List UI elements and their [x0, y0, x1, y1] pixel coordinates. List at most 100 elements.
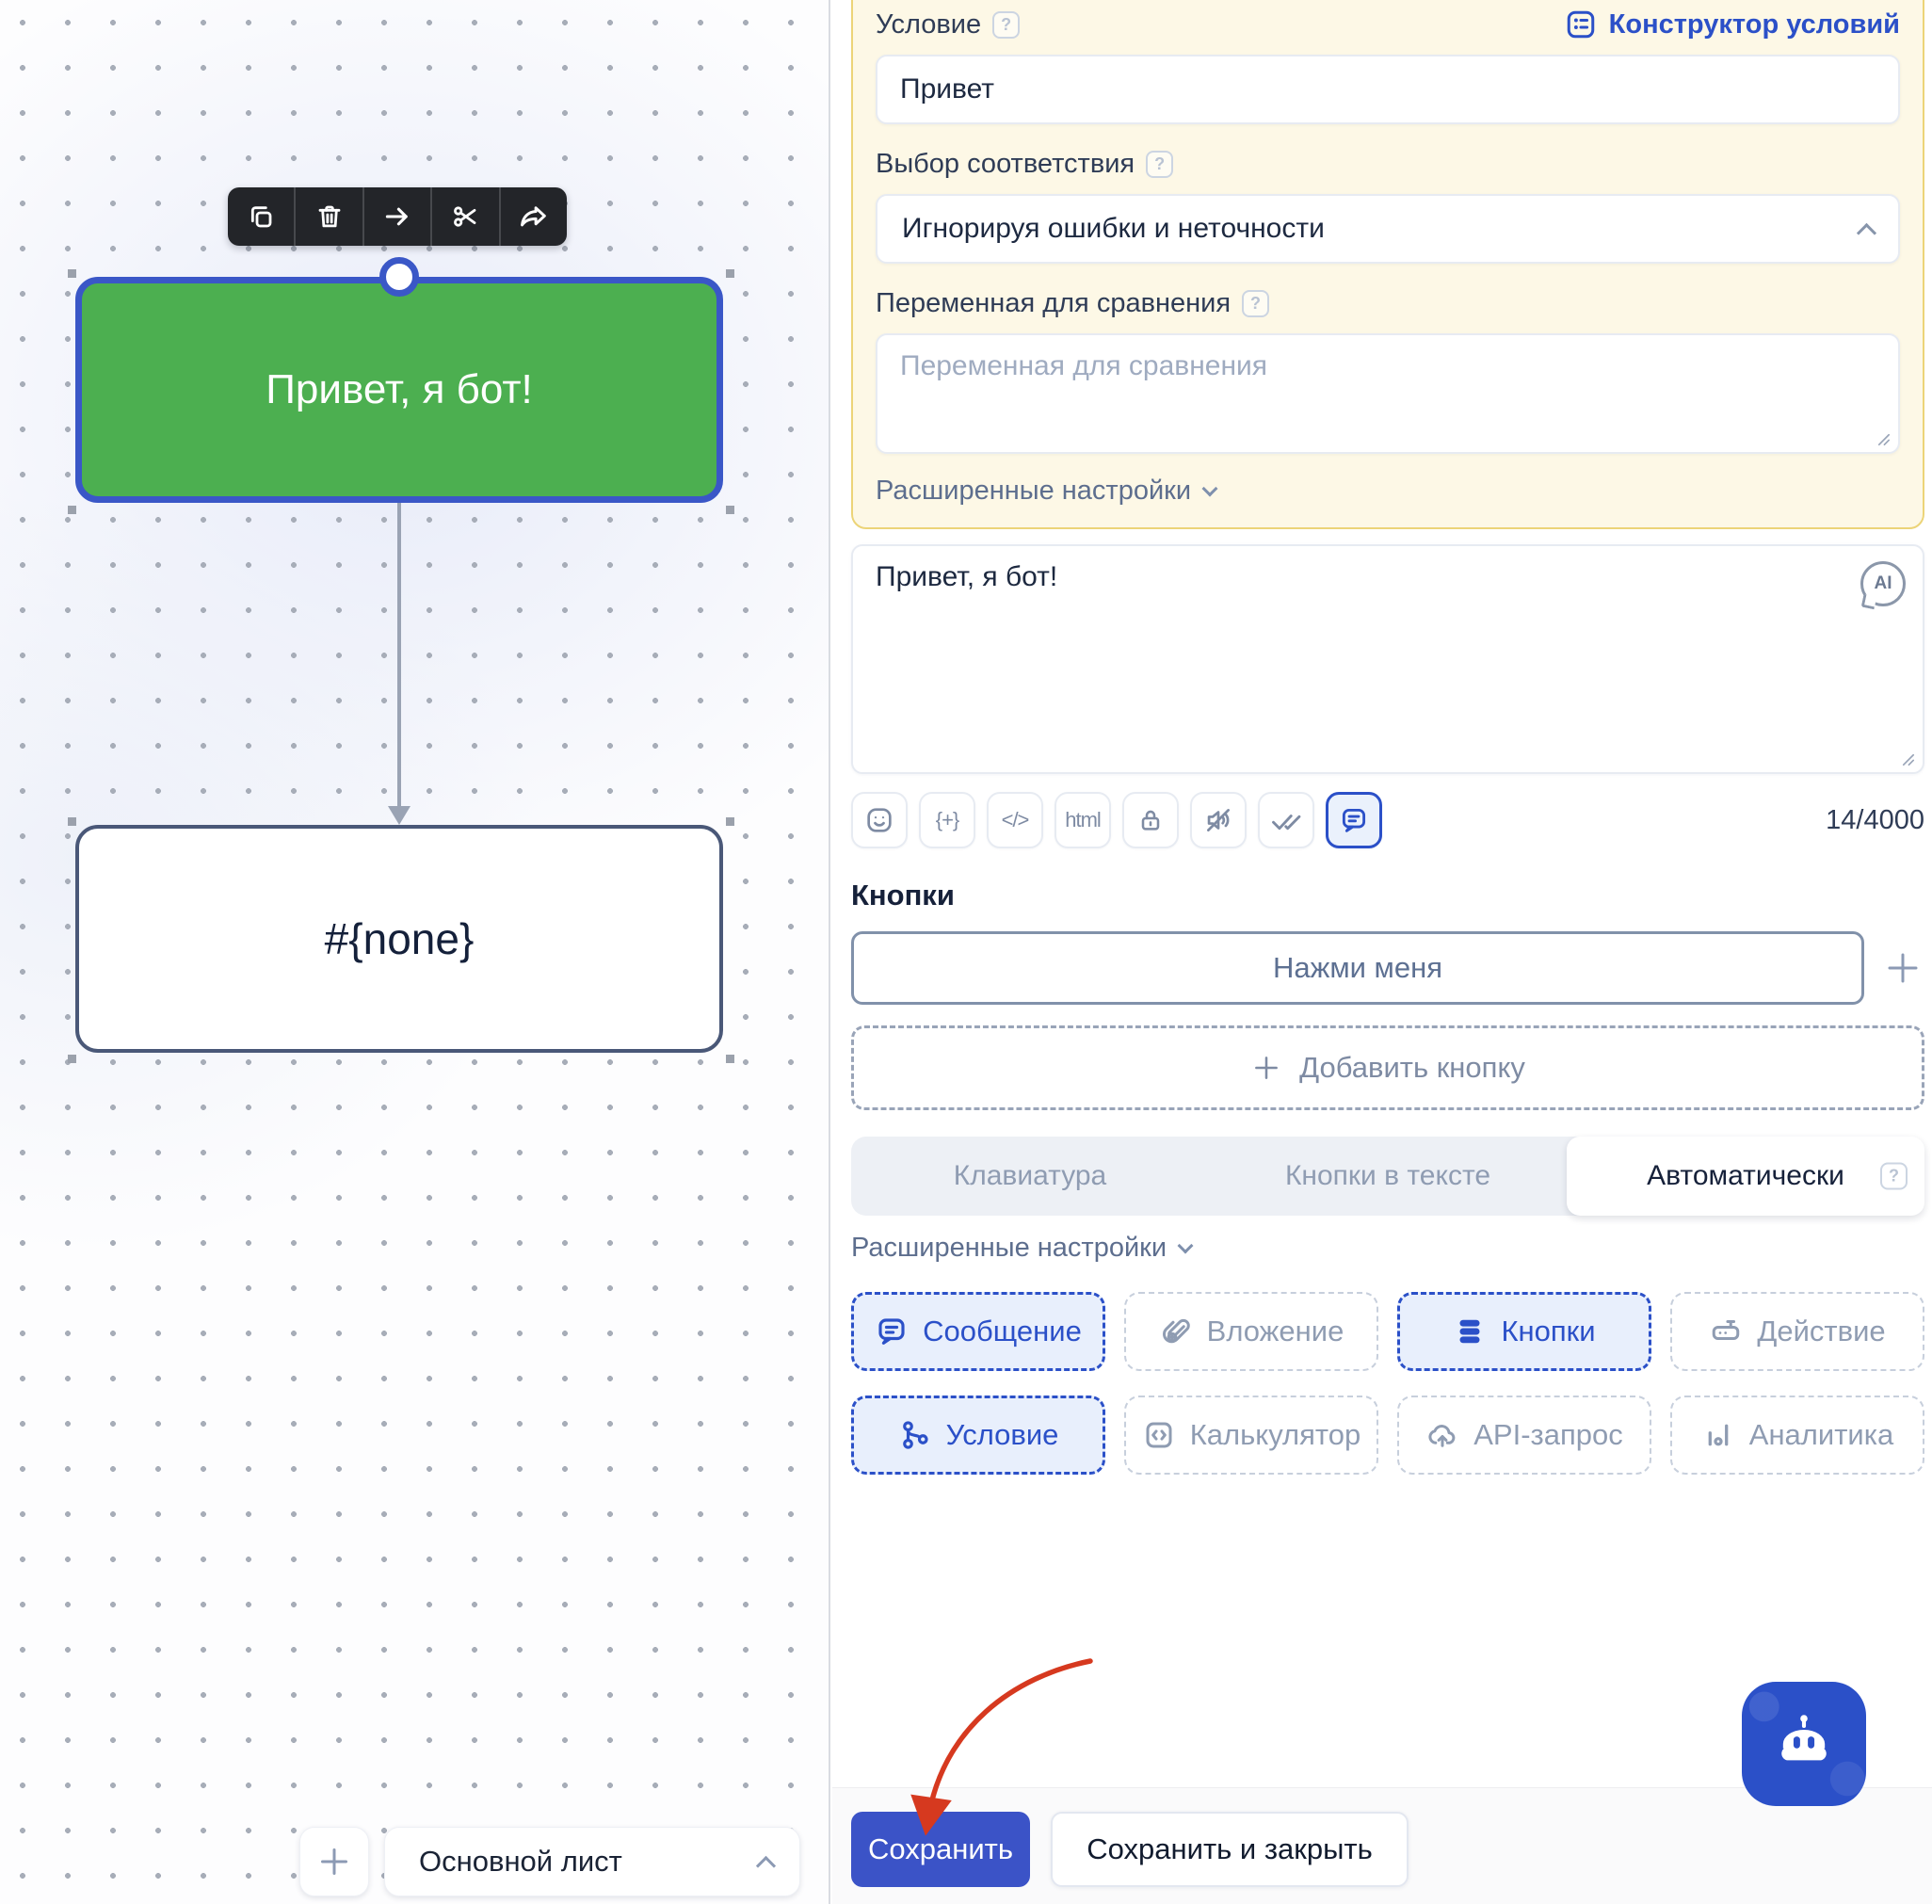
- variable-textarea[interactable]: [876, 333, 1900, 454]
- help-icon[interactable]: ?: [1242, 289, 1270, 317]
- tab-keyboard[interactable]: Клавиатура: [953, 1160, 1107, 1191]
- tab-automatic-label: Автоматически: [1647, 1160, 1844, 1191]
- bot-button-item[interactable]: Нажми меня: [851, 931, 1864, 1005]
- block-calculator[interactable]: Калькулятор: [1124, 1396, 1378, 1475]
- node-input-port[interactable]: [379, 257, 419, 297]
- block-analytics[interactable]: Аналитика: [1670, 1396, 1924, 1475]
- target-node[interactable]: #{none}: [75, 825, 723, 1053]
- trash-icon: [314, 202, 345, 232]
- block-api-request[interactable]: API-запрос: [1397, 1396, 1651, 1475]
- save-button[interactable]: Сохранить: [851, 1812, 1030, 1887]
- sheet-selector[interactable]: Основной лист: [384, 1827, 800, 1896]
- emoji-button[interactable]: [851, 792, 908, 848]
- selection-handle[interactable]: [726, 269, 734, 278]
- chevron-down-icon: [1201, 480, 1218, 496]
- copy-icon: [246, 202, 276, 232]
- char-counter: 14/4000: [1826, 804, 1924, 835]
- sound-off-icon: [1202, 804, 1234, 836]
- insert-code-button[interactable]: </>: [987, 792, 1043, 848]
- condition-advanced-toggle[interactable]: Расширенные настройки: [876, 476, 1900, 507]
- connector-arrowhead-icon: [388, 806, 411, 825]
- flow-canvas[interactable]: Привет, я бот! #{none} Основной лист: [0, 0, 830, 1904]
- tab-automatic[interactable]: Автоматически ?: [1567, 1137, 1924, 1216]
- add-button-inline[interactable]: [1881, 948, 1924, 988]
- buttons-advanced-toggle[interactable]: Расширенные настройки: [851, 1233, 1924, 1264]
- condition-builder-link[interactable]: Конструктор условий: [1564, 8, 1900, 41]
- block-label: Условие: [945, 1418, 1059, 1451]
- selection-handle[interactable]: [68, 269, 76, 278]
- tab-inline-buttons[interactable]: Кнопки в тексте: [1284, 1160, 1491, 1191]
- chevron-up-icon: [1856, 222, 1877, 243]
- action-block-icon: [1709, 1315, 1743, 1348]
- condition-input[interactable]: [876, 55, 1900, 124]
- block-label: Кнопки: [1501, 1315, 1596, 1347]
- target-node-text: #{none}: [324, 914, 475, 963]
- connect-node-button[interactable]: [364, 187, 433, 246]
- condition-label: Условие: [876, 8, 982, 40]
- arrow-right-icon: [381, 201, 413, 233]
- share-node-button[interactable]: [501, 187, 567, 246]
- selection-handle[interactable]: [726, 506, 734, 514]
- silent-message-button[interactable]: [1190, 792, 1247, 848]
- match-label: Выбор соответствия: [876, 148, 1135, 179]
- start-node[interactable]: Привет, я бот!: [75, 277, 723, 503]
- plus-icon: [1255, 1057, 1279, 1079]
- add-sheet-button[interactable]: [299, 1827, 369, 1896]
- delete-node-button[interactable]: [296, 187, 364, 246]
- block-message[interactable]: Сообщение: [851, 1292, 1105, 1371]
- block-label: Действие: [1757, 1315, 1886, 1347]
- ai-assistant-icon[interactable]: AI: [1860, 561, 1906, 606]
- match-select-value: Игнорируя ошибки и неточности: [902, 213, 1325, 244]
- insert-variable-button[interactable]: {+}: [919, 792, 975, 848]
- message-textarea[interactable]: Привет, я бот!: [851, 544, 1924, 774]
- message-toolbar: {+} </> html 14/4000: [851, 792, 1924, 848]
- chat-bubble-icon: [1338, 804, 1370, 836]
- chevron-up-icon: [755, 1855, 777, 1876]
- selection-handle[interactable]: [726, 1055, 734, 1063]
- protect-content-button[interactable]: [1122, 792, 1179, 848]
- cut-node-button[interactable]: [432, 187, 501, 246]
- block-attachment[interactable]: Вложение: [1124, 1292, 1378, 1371]
- block-condition[interactable]: Условие: [851, 1396, 1105, 1475]
- help-icon[interactable]: ?: [1880, 1162, 1908, 1190]
- block-label: Сообщение: [923, 1315, 1082, 1347]
- resize-handle-icon[interactable]: [1876, 431, 1892, 447]
- share-forward-icon: [518, 201, 550, 233]
- lock-icon: [1135, 805, 1166, 835]
- save-and-close-button[interactable]: Сохранить и закрыть: [1051, 1812, 1409, 1887]
- help-icon[interactable]: ?: [992, 10, 1021, 39]
- resize-handle-icon[interactable]: [1900, 751, 1916, 767]
- analytics-block-icon: [1701, 1418, 1735, 1452]
- block-label: Калькулятор: [1189, 1418, 1361, 1451]
- chevron-down-icon: [1177, 1237, 1194, 1253]
- calculator-block-icon: [1142, 1418, 1176, 1452]
- buttons-mode-tabs: Клавиатура Кнопки в тексте Автоматически…: [851, 1137, 1924, 1216]
- plus-icon: [321, 1848, 347, 1875]
- condition-settings-card: Условие ? Конструктор условий Выбор соот…: [851, 0, 1924, 529]
- selection-handle[interactable]: [68, 817, 76, 826]
- help-icon[interactable]: ?: [1146, 150, 1174, 178]
- robot-icon: [1768, 1708, 1840, 1780]
- html-mode-button[interactable]: html: [1055, 792, 1111, 848]
- add-button-row[interactable]: Добавить кнопку: [851, 1025, 1924, 1110]
- bot-assistant-fab[interactable]: [1742, 1682, 1866, 1806]
- match-select[interactable]: Игнорируя ошибки и неточности: [876, 194, 1900, 264]
- condition-advanced-label: Расширенные настройки: [876, 476, 1192, 506]
- bot-button-text: Нажми меня: [1272, 951, 1443, 984]
- selection-handle[interactable]: [68, 1055, 76, 1063]
- selection-handle[interactable]: [68, 506, 76, 514]
- block-buttons[interactable]: Кнопки: [1397, 1292, 1651, 1371]
- condition-block-icon: [898, 1418, 932, 1452]
- condition-builder-icon: [1567, 10, 1594, 39]
- scissors-icon: [450, 202, 480, 232]
- read-receipt-button[interactable]: [1258, 792, 1314, 848]
- cloud-upload-icon: [1425, 1418, 1459, 1452]
- selection-handle[interactable]: [726, 817, 734, 826]
- block-action[interactable]: Действие: [1670, 1292, 1924, 1371]
- copy-node-button[interactable]: [228, 187, 297, 246]
- node-settings-panel: Условие ? Конструктор условий Выбор соот…: [832, 0, 1932, 1904]
- emoji-icon: [863, 804, 895, 836]
- double-check-icon: [1269, 803, 1303, 837]
- message-mode-button[interactable]: [1326, 792, 1382, 848]
- condition-builder-label: Конструктор условий: [1608, 8, 1900, 40]
